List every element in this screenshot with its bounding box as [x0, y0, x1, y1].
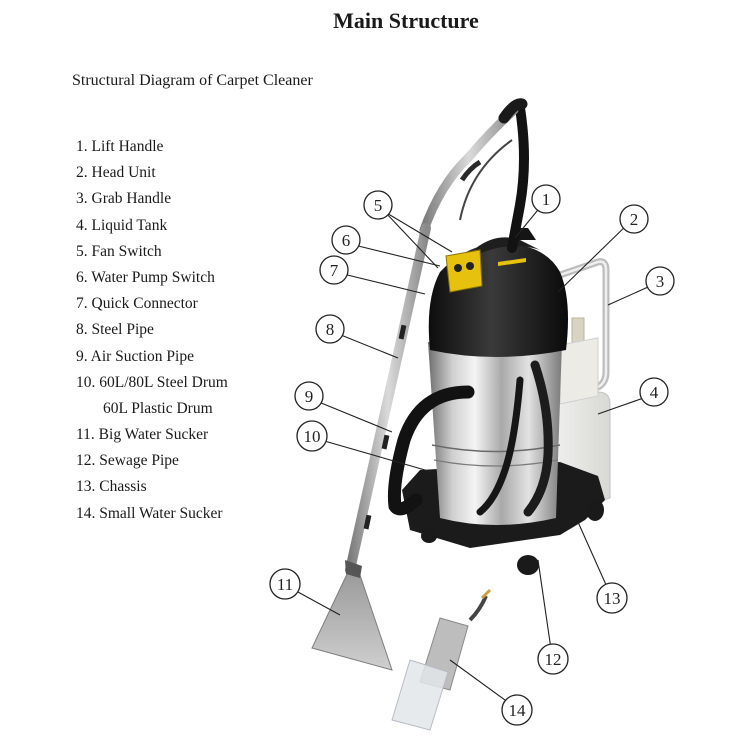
callout-5: 5 — [363, 190, 393, 220]
svg-text:3: 3 — [656, 272, 665, 291]
svg-text:12: 12 — [545, 650, 562, 669]
parts-list-item: 4. Liquid Tank — [76, 216, 168, 234]
parts-list-item: 1. Lift Handle — [76, 138, 164, 155]
svg-text:13: 13 — [604, 589, 621, 608]
pump-switch-icon — [466, 262, 474, 270]
callout-13: 13 — [596, 582, 628, 614]
callout-4: 4 — [639, 377, 669, 407]
parts-list-item: 10. 60L/80L Steel Drum — [76, 373, 228, 391]
steel-pipe — [419, 105, 519, 235]
callout-2: 2 — [619, 204, 649, 234]
fan-switch-icon — [454, 264, 462, 272]
air-suction-pipe — [507, 103, 529, 253]
svg-text:7: 7 — [330, 261, 339, 280]
callout-7: 7 — [319, 255, 349, 285]
parts-list-item: 13. Chassis — [76, 478, 147, 496]
parts-list-item: 7. Quick Connector — [76, 295, 198, 313]
small-water-sucker — [391, 588, 492, 731]
svg-text:2: 2 — [630, 210, 639, 229]
callout-1: 1 — [531, 184, 561, 214]
parts-list-item: 2. Head Unit — [76, 164, 156, 182]
caster-wheel — [586, 499, 604, 521]
parts-list-item: 14. Small Water Sucker — [76, 504, 223, 522]
diagram-subtitle: Structural Diagram of Carpet Cleaner — [72, 72, 313, 89]
handle-grip — [498, 98, 528, 124]
svg-text:10: 10 — [304, 427, 321, 446]
big-water-sucker — [311, 571, 393, 671]
callout-11: 11 — [269, 568, 301, 600]
parts-list-item: 12. Sewage Pipe — [76, 452, 179, 470]
svg-text:14: 14 — [509, 701, 527, 720]
callout-12: 12 — [537, 643, 569, 675]
parts-list: 1. Lift Handle 2. Head Unit 3. Grab Hand… — [76, 134, 228, 527]
caster-wheel — [421, 529, 437, 543]
svg-text:9: 9 — [305, 387, 314, 406]
callout-3: 3 — [645, 266, 675, 296]
page-title: Main Structure — [333, 8, 479, 33]
parts-list-item-continued: 60L Plastic Drum — [103, 399, 213, 417]
parts-list-item: 6. Water Pump Switch — [76, 268, 215, 286]
parts-list-item: 3. Grab Handle — [76, 190, 172, 208]
parts-list-item: 5. Fan Switch — [76, 242, 162, 260]
svg-text:6: 6 — [342, 231, 351, 250]
svg-text:11: 11 — [277, 575, 293, 594]
caster-wheel — [517, 555, 539, 575]
switch-panel — [445, 249, 483, 293]
callout-9: 9 — [294, 381, 324, 411]
callout-6: 6 — [331, 225, 361, 255]
callout-10: 10 — [296, 420, 328, 452]
tank-cap — [571, 317, 585, 345]
svg-text:1: 1 — [542, 190, 551, 209]
svg-text:5: 5 — [374, 196, 383, 215]
svg-text:8: 8 — [326, 320, 335, 339]
parts-list-item: 11. Big Water Sucker — [76, 426, 209, 444]
parts-list-item: 8. Steel Pipe — [76, 321, 154, 339]
parts-list-item: 9. Air Suction Pipe — [76, 347, 194, 365]
svg-text:4: 4 — [650, 383, 659, 402]
callout-8: 8 — [315, 314, 345, 344]
callout-14: 14 — [501, 694, 533, 726]
